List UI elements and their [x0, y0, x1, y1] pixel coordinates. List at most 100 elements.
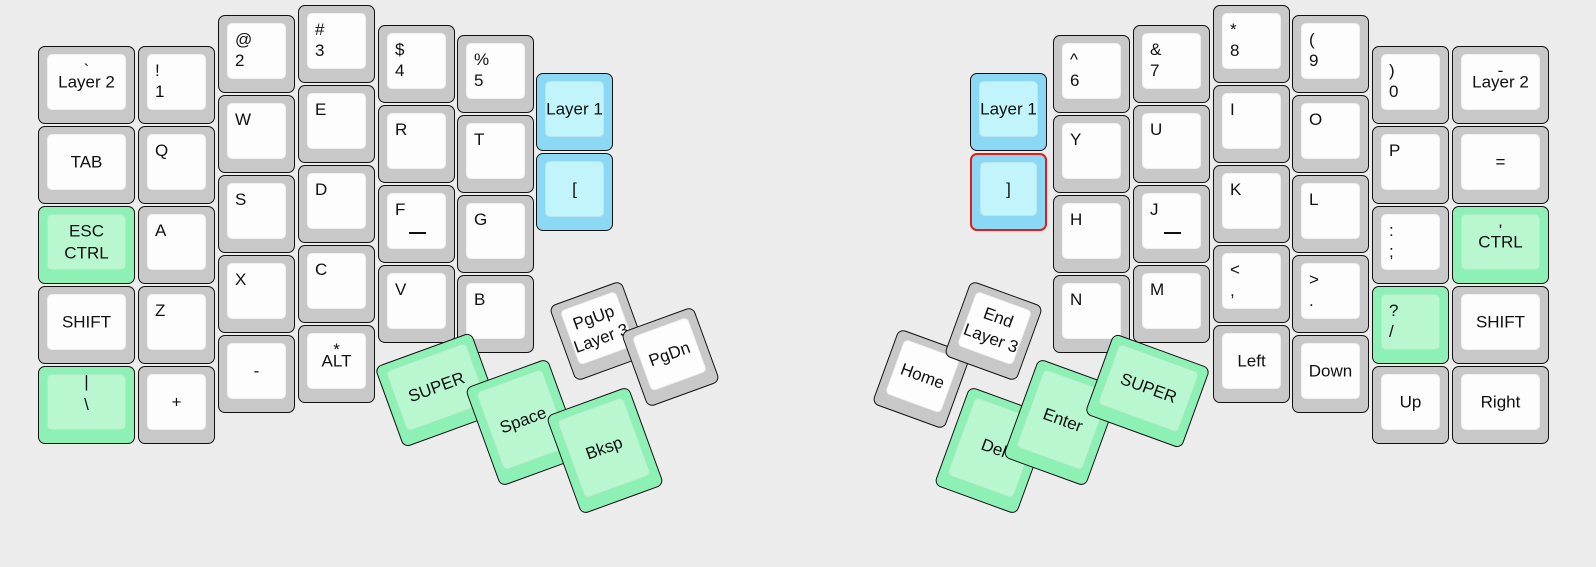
key-1[interactable]: !1	[138, 46, 215, 124]
key-4[interactable]: $4	[378, 25, 455, 103]
key-legend-primary: Up	[1399, 392, 1422, 412]
keycap-surface: A	[147, 214, 206, 270]
key-legend-primary: Left	[1237, 351, 1266, 371]
key-b[interactable]: B	[457, 275, 534, 353]
key-down[interactable]: Down	[1292, 335, 1369, 413]
key-t[interactable]: T	[457, 115, 534, 193]
keycap-surface: $4	[387, 33, 446, 89]
keycap-surface: X	[227, 263, 286, 319]
key-3[interactable]: #3	[298, 5, 375, 83]
key-o[interactable]: O	[1292, 95, 1369, 173]
key-x[interactable]: X	[218, 255, 295, 333]
key-legend-primary: SHIFT	[1475, 312, 1526, 332]
key-left[interactable]: Left	[1213, 325, 1290, 403]
key-m[interactable]: M	[1133, 265, 1210, 343]
key-legend-primary: Layer 1	[980, 99, 1037, 119]
keycap-surface: N	[1062, 283, 1121, 339]
key-legend-primary: ALT	[321, 351, 352, 371]
keycap-surface: SHIFT	[47, 294, 126, 350]
key-h[interactable]: H	[1053, 195, 1130, 273]
keycap-surface: PgUp Layer 3	[559, 290, 636, 366]
keycap-surface: V	[387, 273, 446, 329]
key-r[interactable]: R	[378, 105, 455, 183]
key-layer-2[interactable]: -Layer 2	[1452, 46, 1549, 124]
key-d[interactable]: D	[298, 165, 375, 243]
keycap-surface: `Layer 2	[47, 54, 126, 110]
key-legend-primary: U	[1150, 120, 1163, 139]
key-minus[interactable]: -	[218, 335, 295, 413]
key-0[interactable]: )0	[1372, 46, 1449, 124]
key-equals[interactable]: =	[1452, 126, 1549, 204]
key-legend-primary: X	[235, 270, 247, 289]
key-9[interactable]: (9	[1292, 15, 1369, 93]
key-plus[interactable]: +	[138, 366, 215, 444]
key-a[interactable]: A	[138, 206, 215, 284]
key-tab[interactable]: TAB	[38, 126, 135, 204]
key-esc-ctrl[interactable]: ESC CTRL	[38, 206, 135, 284]
key-shift[interactable]: SHIFT	[38, 286, 135, 364]
key-backslash[interactable]: | \	[38, 366, 135, 444]
keycap-surface: PgDn	[631, 316, 708, 392]
key-key[interactable]: >.	[1292, 255, 1369, 333]
key-6[interactable]: ^6	[1053, 35, 1130, 113]
key-5[interactable]: %5	[457, 35, 534, 113]
key-g[interactable]: G	[457, 195, 534, 273]
key-legend-primary: SUPER	[405, 368, 468, 407]
key-f[interactable]: F	[378, 185, 455, 263]
key-shift[interactable]: SHIFT	[1452, 286, 1549, 364]
key-i[interactable]: I	[1213, 85, 1290, 163]
keycap-surface: )0	[1381, 54, 1440, 110]
key-up[interactable]: Up	[1372, 366, 1449, 444]
key-z[interactable]: Z	[138, 286, 215, 364]
key-bracket-right[interactable]: ]	[970, 153, 1047, 231]
key-layer-1[interactable]: Layer 1	[970, 73, 1047, 151]
key-c[interactable]: C	[298, 245, 375, 323]
key-k[interactable]: K	[1213, 165, 1290, 243]
key-legend-primary: 4	[395, 61, 405, 80]
key-legend-primary: TAB	[70, 152, 103, 172]
key-l[interactable]: L	[1292, 175, 1369, 253]
keycap-surface: ^6	[1062, 43, 1121, 99]
key-q[interactable]: Q	[138, 126, 215, 204]
keycap-surface: O	[1301, 103, 1360, 159]
key-2[interactable]: @2	[218, 15, 295, 93]
key-w[interactable]: W	[218, 95, 295, 173]
key-legend-primary: M	[1150, 280, 1165, 299]
key-u[interactable]: U	[1133, 105, 1210, 183]
keycap-surface: Left	[1222, 333, 1281, 389]
key-legend-primary: 7	[1150, 61, 1160, 80]
key-8[interactable]: *8	[1213, 5, 1290, 83]
keycap-surface: <,	[1222, 253, 1281, 309]
key-legend-primary: ,	[1230, 281, 1235, 300]
key-legend-primary: E	[315, 100, 327, 119]
key-legend-primary: R	[395, 120, 408, 139]
key-y[interactable]: Y	[1053, 115, 1130, 193]
key-e[interactable]: E	[298, 85, 375, 163]
key-bracket-left[interactable]: [	[536, 153, 613, 231]
key-key[interactable]: <,	[1213, 245, 1290, 323]
key-p[interactable]: P	[1372, 126, 1449, 204]
key-legend-primary: Z	[155, 301, 166, 320]
key-key[interactable]: :;	[1372, 206, 1449, 284]
homing-bar-indicator	[408, 232, 426, 234]
key-s[interactable]: S	[218, 175, 295, 253]
keycap-surface: K	[1222, 173, 1281, 229]
key-layer-2[interactable]: `Layer 2	[38, 46, 135, 124]
keycap-surface: 'CTRL	[1461, 214, 1540, 270]
key-layer-1[interactable]: Layer 1	[536, 73, 613, 151]
key-legend-shifted: <	[1230, 260, 1240, 279]
key-alt[interactable]: *ALT	[298, 325, 375, 403]
key-right[interactable]: Right	[1452, 366, 1549, 444]
key-7[interactable]: &7	[1133, 25, 1210, 103]
key-ctrl[interactable]: 'CTRL	[1452, 206, 1549, 284]
keycap-surface: Layer 1	[979, 81, 1038, 137]
keycap-surface: Q	[147, 134, 206, 190]
key-legend-shifted: (	[1309, 30, 1315, 49]
key-legend-primary: C	[315, 260, 328, 279]
key-legend-primary: 8	[1230, 41, 1240, 60]
keycap-surface: J	[1142, 193, 1201, 249]
keycap-surface: Down	[1301, 343, 1360, 399]
key-slash[interactable]: ?/	[1372, 286, 1449, 364]
key-v[interactable]: V	[378, 265, 455, 343]
key-j[interactable]: J	[1133, 185, 1210, 263]
